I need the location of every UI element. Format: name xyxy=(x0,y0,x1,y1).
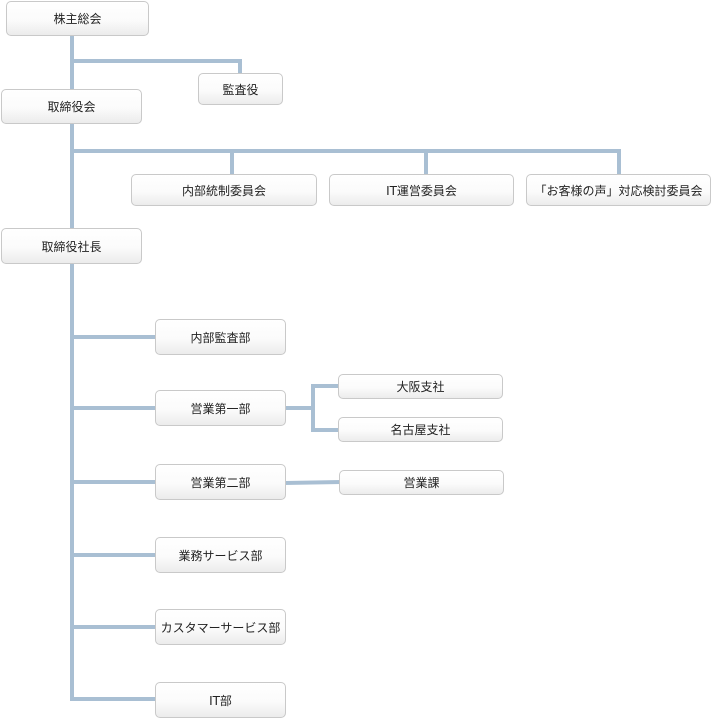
sales-2-out-line xyxy=(283,479,342,486)
it-steering-committee-box[interactable]: IT運営委員会 xyxy=(329,174,514,206)
sales-dept-2-box[interactable]: 営業第二部 xyxy=(155,464,286,500)
sales-dept-1-box[interactable]: 営業第一部 xyxy=(155,390,286,426)
sales-section-box[interactable]: 営業課 xyxy=(339,470,504,495)
business-service-dept-box[interactable]: 業務サービス部 xyxy=(155,537,286,573)
internal-control-committee-box[interactable]: 内部統制委員会 xyxy=(131,174,317,206)
it-dept-box[interactable]: IT部 xyxy=(155,682,286,718)
internal-audit-dept-box[interactable]: 内部監査部 xyxy=(155,319,286,355)
nagoya-branch-box[interactable]: 名古屋支社 xyxy=(338,417,503,442)
president-box[interactable]: 取締役社長 xyxy=(1,228,142,264)
customer-voice-committee-box[interactable]: 「お客様の声」対応検討委員会 xyxy=(526,174,711,206)
osaka-branch-box[interactable]: 大阪支社 xyxy=(338,374,503,399)
board-of-directors-box[interactable]: 取締役会 xyxy=(1,89,142,124)
shareholders-meeting-box[interactable]: 株主総会 xyxy=(6,1,149,36)
audit-board-box[interactable]: 監査役 xyxy=(198,73,283,105)
customer-service-dept-box[interactable]: カスタマーサービス部 xyxy=(155,609,286,645)
